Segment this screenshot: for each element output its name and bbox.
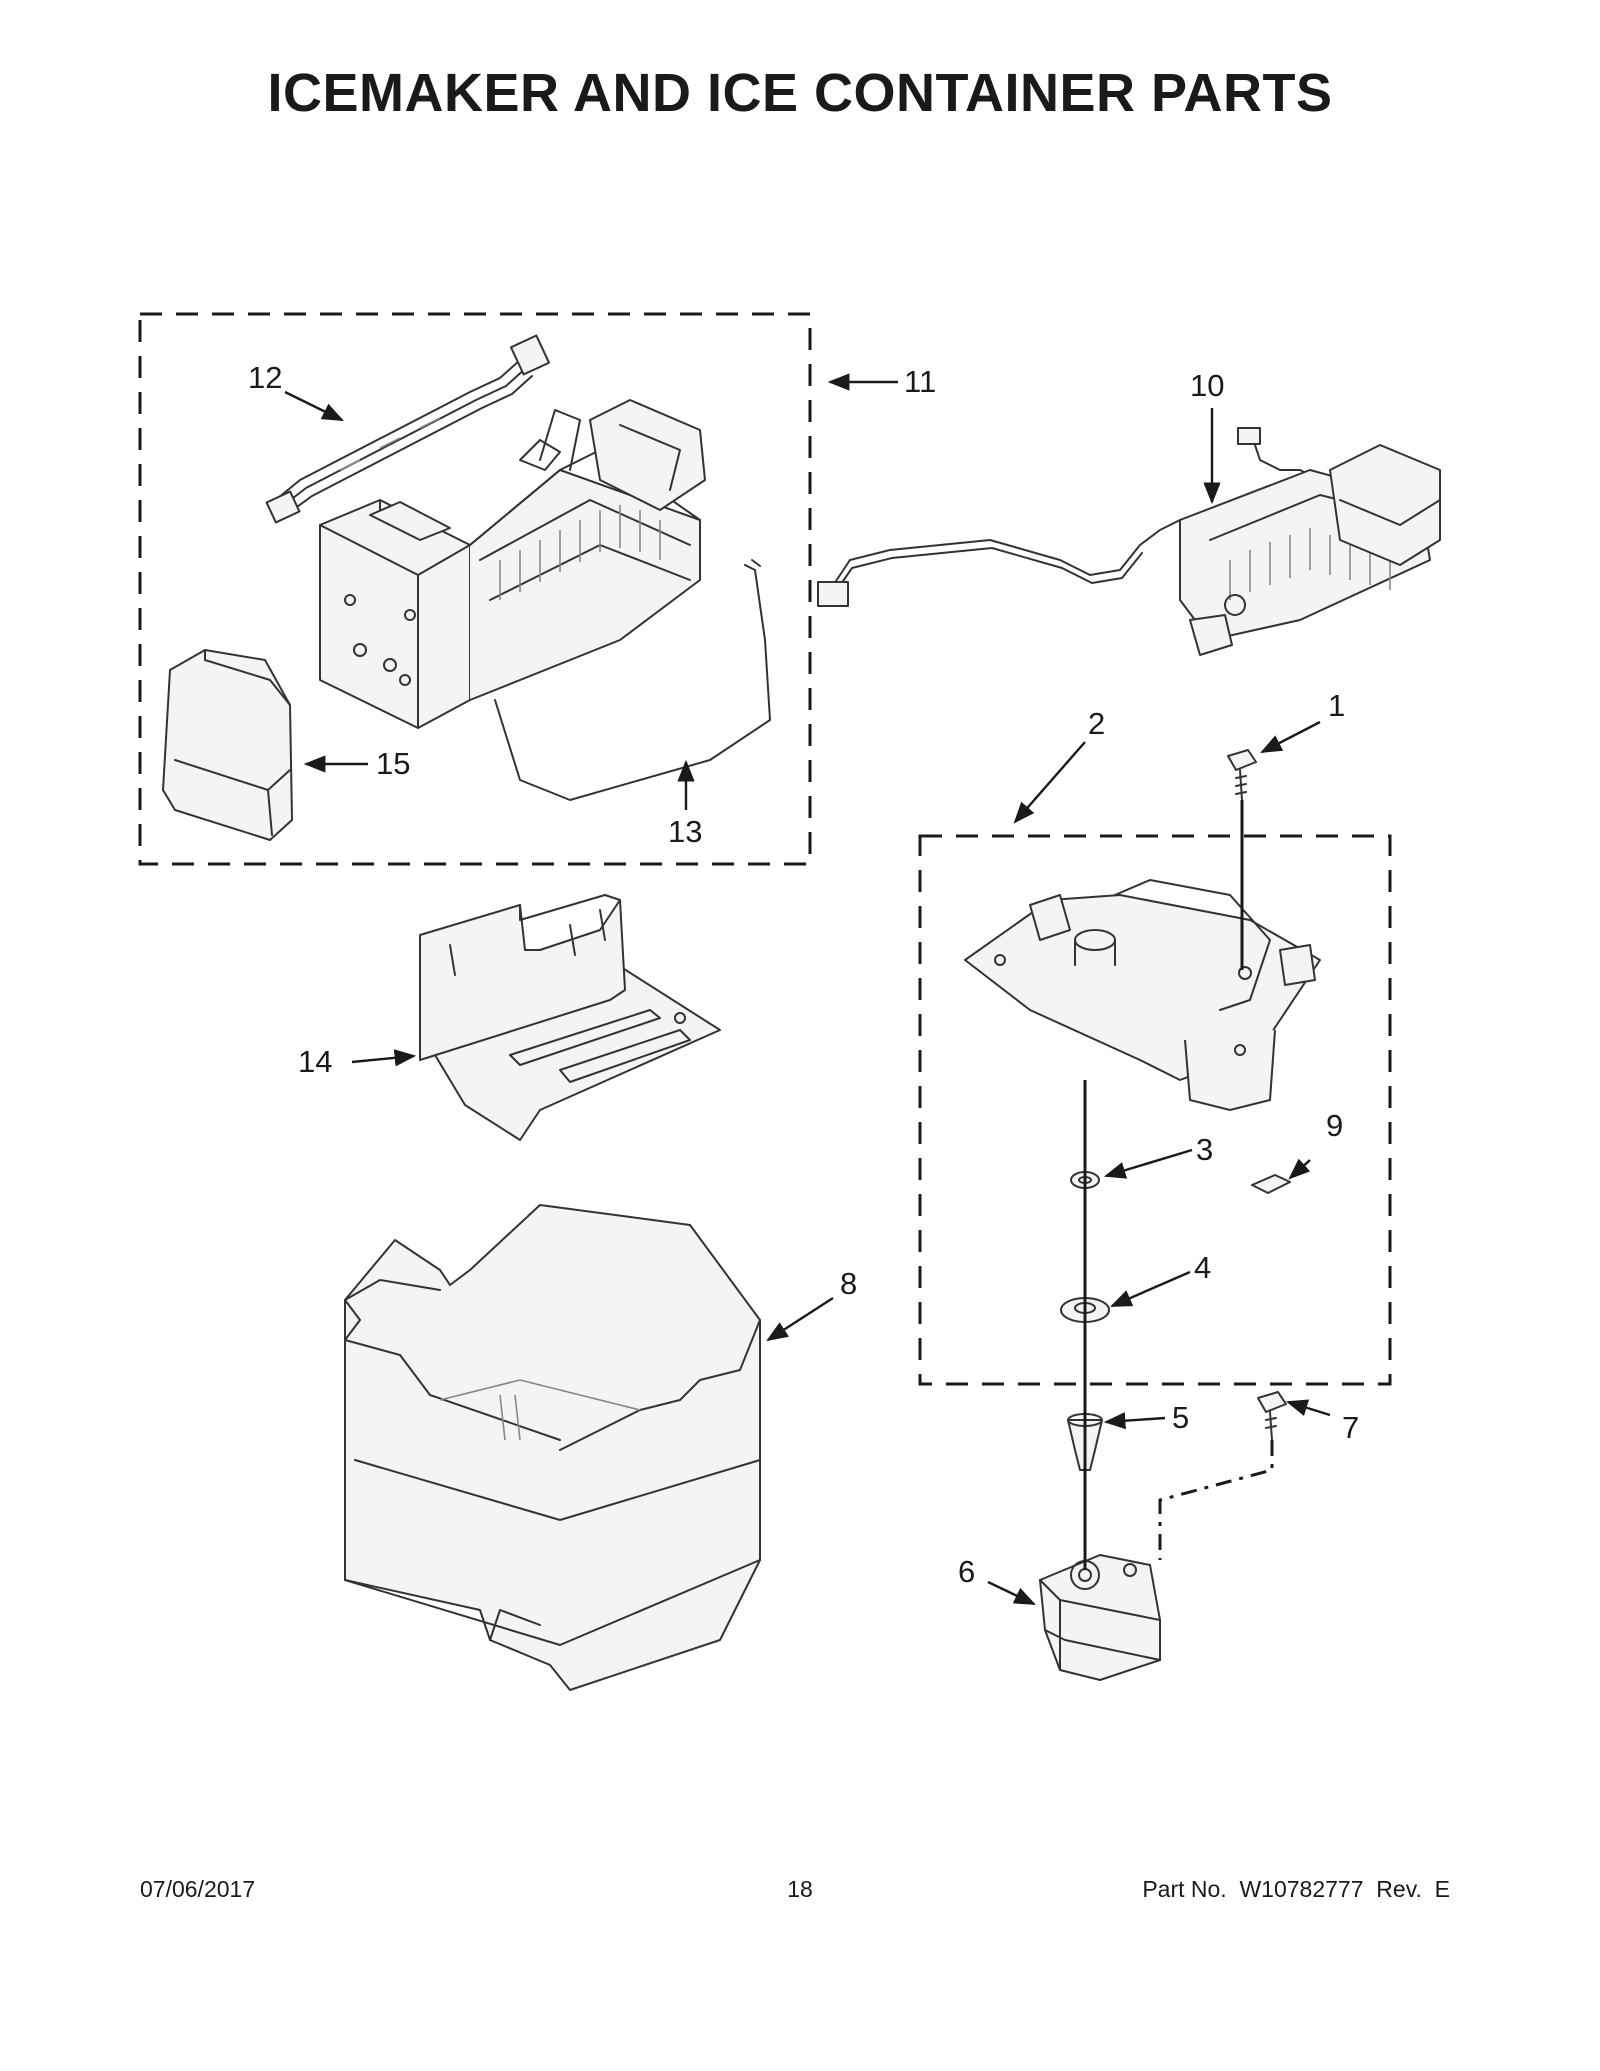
part-10-icemaker: [817, 427, 1441, 656]
part-7-screw: [1257, 1391, 1287, 1441]
part-1-screw: [1227, 749, 1257, 801]
callout-14: 14: [298, 1044, 332, 1079]
part-13-shutoff-arm: [494, 559, 771, 801]
part-14-container-bracket: [419, 894, 721, 1141]
ice-chute-group-box: [918, 834, 1392, 1386]
callout-12: 12: [248, 360, 282, 395]
callout-9: 9: [1326, 1108, 1343, 1143]
callout-15: 15: [376, 746, 410, 781]
page-title: ICEMAKER AND ICE CONTAINER PARTS: [267, 63, 1333, 123]
part-2-ice-chute-plate: [964, 879, 1321, 1111]
callout-8: 8: [840, 1266, 857, 1301]
icemaker-kit-group-box: [138, 312, 812, 866]
screw-7-axis: [1158, 1440, 1274, 1560]
part-8-ice-container: [344, 1204, 761, 1691]
part-9-clip: [1251, 1174, 1291, 1194]
footer-date: 07/06/2017: [140, 1876, 256, 1902]
footer-part-number: Part No. W10782777 Rev. E: [1142, 1876, 1450, 1902]
callout-4: 4: [1194, 1250, 1211, 1285]
part-12-wire-harness: [265, 334, 551, 524]
callout-7: 7: [1342, 1410, 1359, 1445]
callout-10: 10: [1190, 368, 1224, 403]
callout-3: 3: [1196, 1132, 1213, 1167]
callout-2: 2: [1088, 706, 1105, 741]
callout-1: 1: [1328, 688, 1345, 723]
callout-5: 5: [1172, 1400, 1189, 1435]
callout-13: 13: [668, 814, 702, 849]
callout-6: 6: [958, 1554, 975, 1589]
callout-11: 11: [904, 364, 936, 399]
part-6-auger-motor: [1039, 1554, 1161, 1681]
part-15-front-cover: [162, 649, 293, 841]
part-11-icemaker-assembly: [319, 399, 706, 729]
footer-page-number: 18: [787, 1876, 813, 1902]
